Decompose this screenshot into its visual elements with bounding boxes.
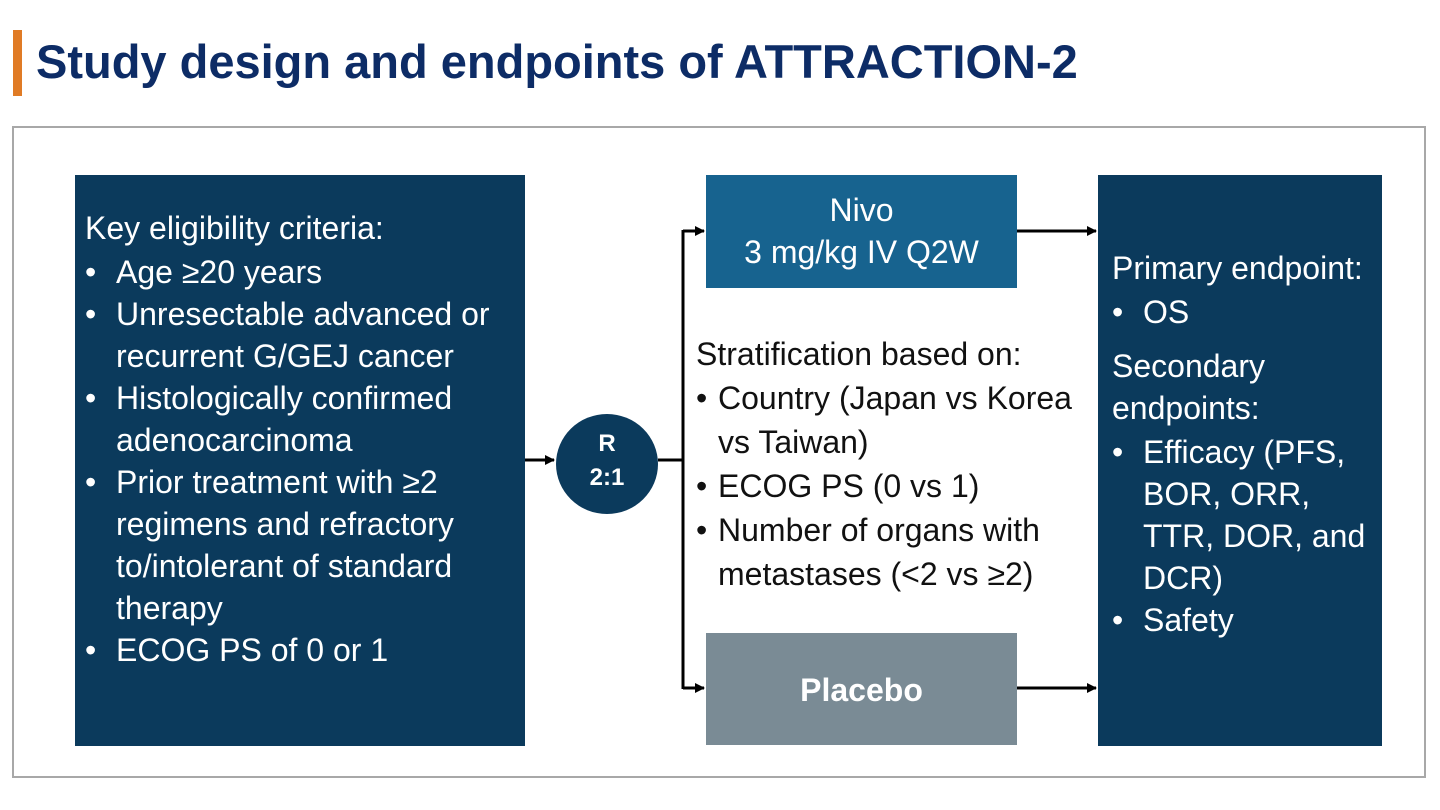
bullet-marker: • — [1112, 434, 1124, 470]
eligibility-criteria-box: Key eligibility criteria: • Age ≥20 years… — [75, 175, 525, 746]
bullet-marker: • — [85, 254, 97, 290]
bullet-marker: • — [85, 380, 97, 416]
list-item: • Histologically confirmed adenocarcinoma — [85, 377, 515, 461]
eligibility-item-text: Age ≥20 years — [116, 254, 323, 290]
list-item: • Efficacy (PFS, BOR, ORR, TTR, DOR, and … — [1112, 431, 1378, 599]
randomization-circle: R 2:1 — [556, 414, 658, 514]
list-item: • OS — [1112, 291, 1378, 333]
secondary-endpoint-list: • Efficacy (PFS, BOR, ORR, TTR, DOR, and … — [1112, 431, 1378, 641]
secondary-endpoint-text: Efficacy (PFS, BOR, ORR, TTR, DOR, and D… — [1143, 434, 1366, 596]
list-item: • Unresectable advanced or recurrent G/GE… — [85, 293, 515, 377]
list-item: • Safety — [1112, 599, 1378, 641]
bullet-marker: • — [1112, 602, 1124, 638]
primary-endpoint-text: OS — [1143, 294, 1190, 330]
list-item: • Age ≥20 years — [85, 251, 515, 293]
bullet-marker: • — [85, 632, 97, 668]
list-item: • Number of organs with metastases (<2 vs… — [696, 508, 1096, 596]
nivo-arm-dose: 3 mg/kg IV Q2W — [744, 234, 979, 270]
stratification-item-text: Number of organs with metastases (<2 vs … — [718, 512, 1040, 592]
list-item: • ECOG PS (0 vs 1) — [696, 464, 1096, 508]
secondary-endpoint-text: Safety — [1143, 602, 1234, 638]
eligibility-list: • Age ≥20 years • Unresectable advanced or… — [85, 251, 515, 671]
nivo-arm-box: Nivo 3 mg/kg IV Q2W — [706, 175, 1017, 288]
stratification-block: Stratification based on: • Country (Japan… — [696, 332, 1096, 596]
randomization-label: R — [598, 430, 616, 457]
primary-endpoint-list: • OS — [1112, 291, 1378, 333]
eligibility-item-text: ECOG PS of 0 or 1 — [116, 632, 389, 668]
randomization-ratio: 2:1 — [589, 464, 625, 491]
nivo-arm-name: Nivo — [829, 192, 894, 228]
list-item: • Country (Japan vs Korea vs Taiwan) — [696, 376, 1096, 464]
bullet-marker: • — [85, 296, 97, 332]
stratification-heading: Stratification based on: — [696, 336, 1022, 372]
bullet-marker: • — [696, 468, 708, 504]
slide-title: Study design and endpoints of ATTRACTION… — [36, 35, 1078, 88]
eligibility-item-text: Histologically confirmed adenocarcinoma — [116, 380, 453, 458]
endpoints-box: Primary endpoint: • OS Secondary endpoint… — [1098, 175, 1382, 746]
secondary-endpoints-heading: Secondary endpoints: — [1112, 348, 1265, 426]
stratification-item-text: ECOG PS (0 vs 1) — [718, 468, 980, 504]
bullet-marker: • — [85, 464, 97, 500]
title-accent-bar — [13, 30, 22, 96]
bullet-marker: • — [1112, 294, 1124, 330]
list-item: • Prior treatment with ≥2 regimens and re… — [85, 461, 515, 629]
stratification-list: • Country (Japan vs Korea vs Taiwan) • ECO… — [696, 376, 1096, 596]
diagram-frame — [12, 126, 1426, 778]
bullet-marker: • — [696, 380, 708, 416]
eligibility-item-text: Unresectable advanced or recurrent G/GEJ… — [116, 296, 490, 374]
eligibility-item-text: Prior treatment with ≥2 regimens and ref… — [116, 464, 454, 626]
list-item: • ECOG PS of 0 or 1 — [85, 629, 515, 671]
eligibility-heading: Key eligibility criteria: — [85, 210, 384, 246]
placebo-arm-label: Placebo — [800, 672, 923, 708]
bullet-marker: • — [696, 512, 708, 548]
placebo-arm-box: Placebo — [706, 633, 1017, 745]
stratification-item-text: Country (Japan vs Korea vs Taiwan) — [718, 380, 1072, 460]
primary-endpoint-heading: Primary endpoint: — [1112, 250, 1363, 286]
